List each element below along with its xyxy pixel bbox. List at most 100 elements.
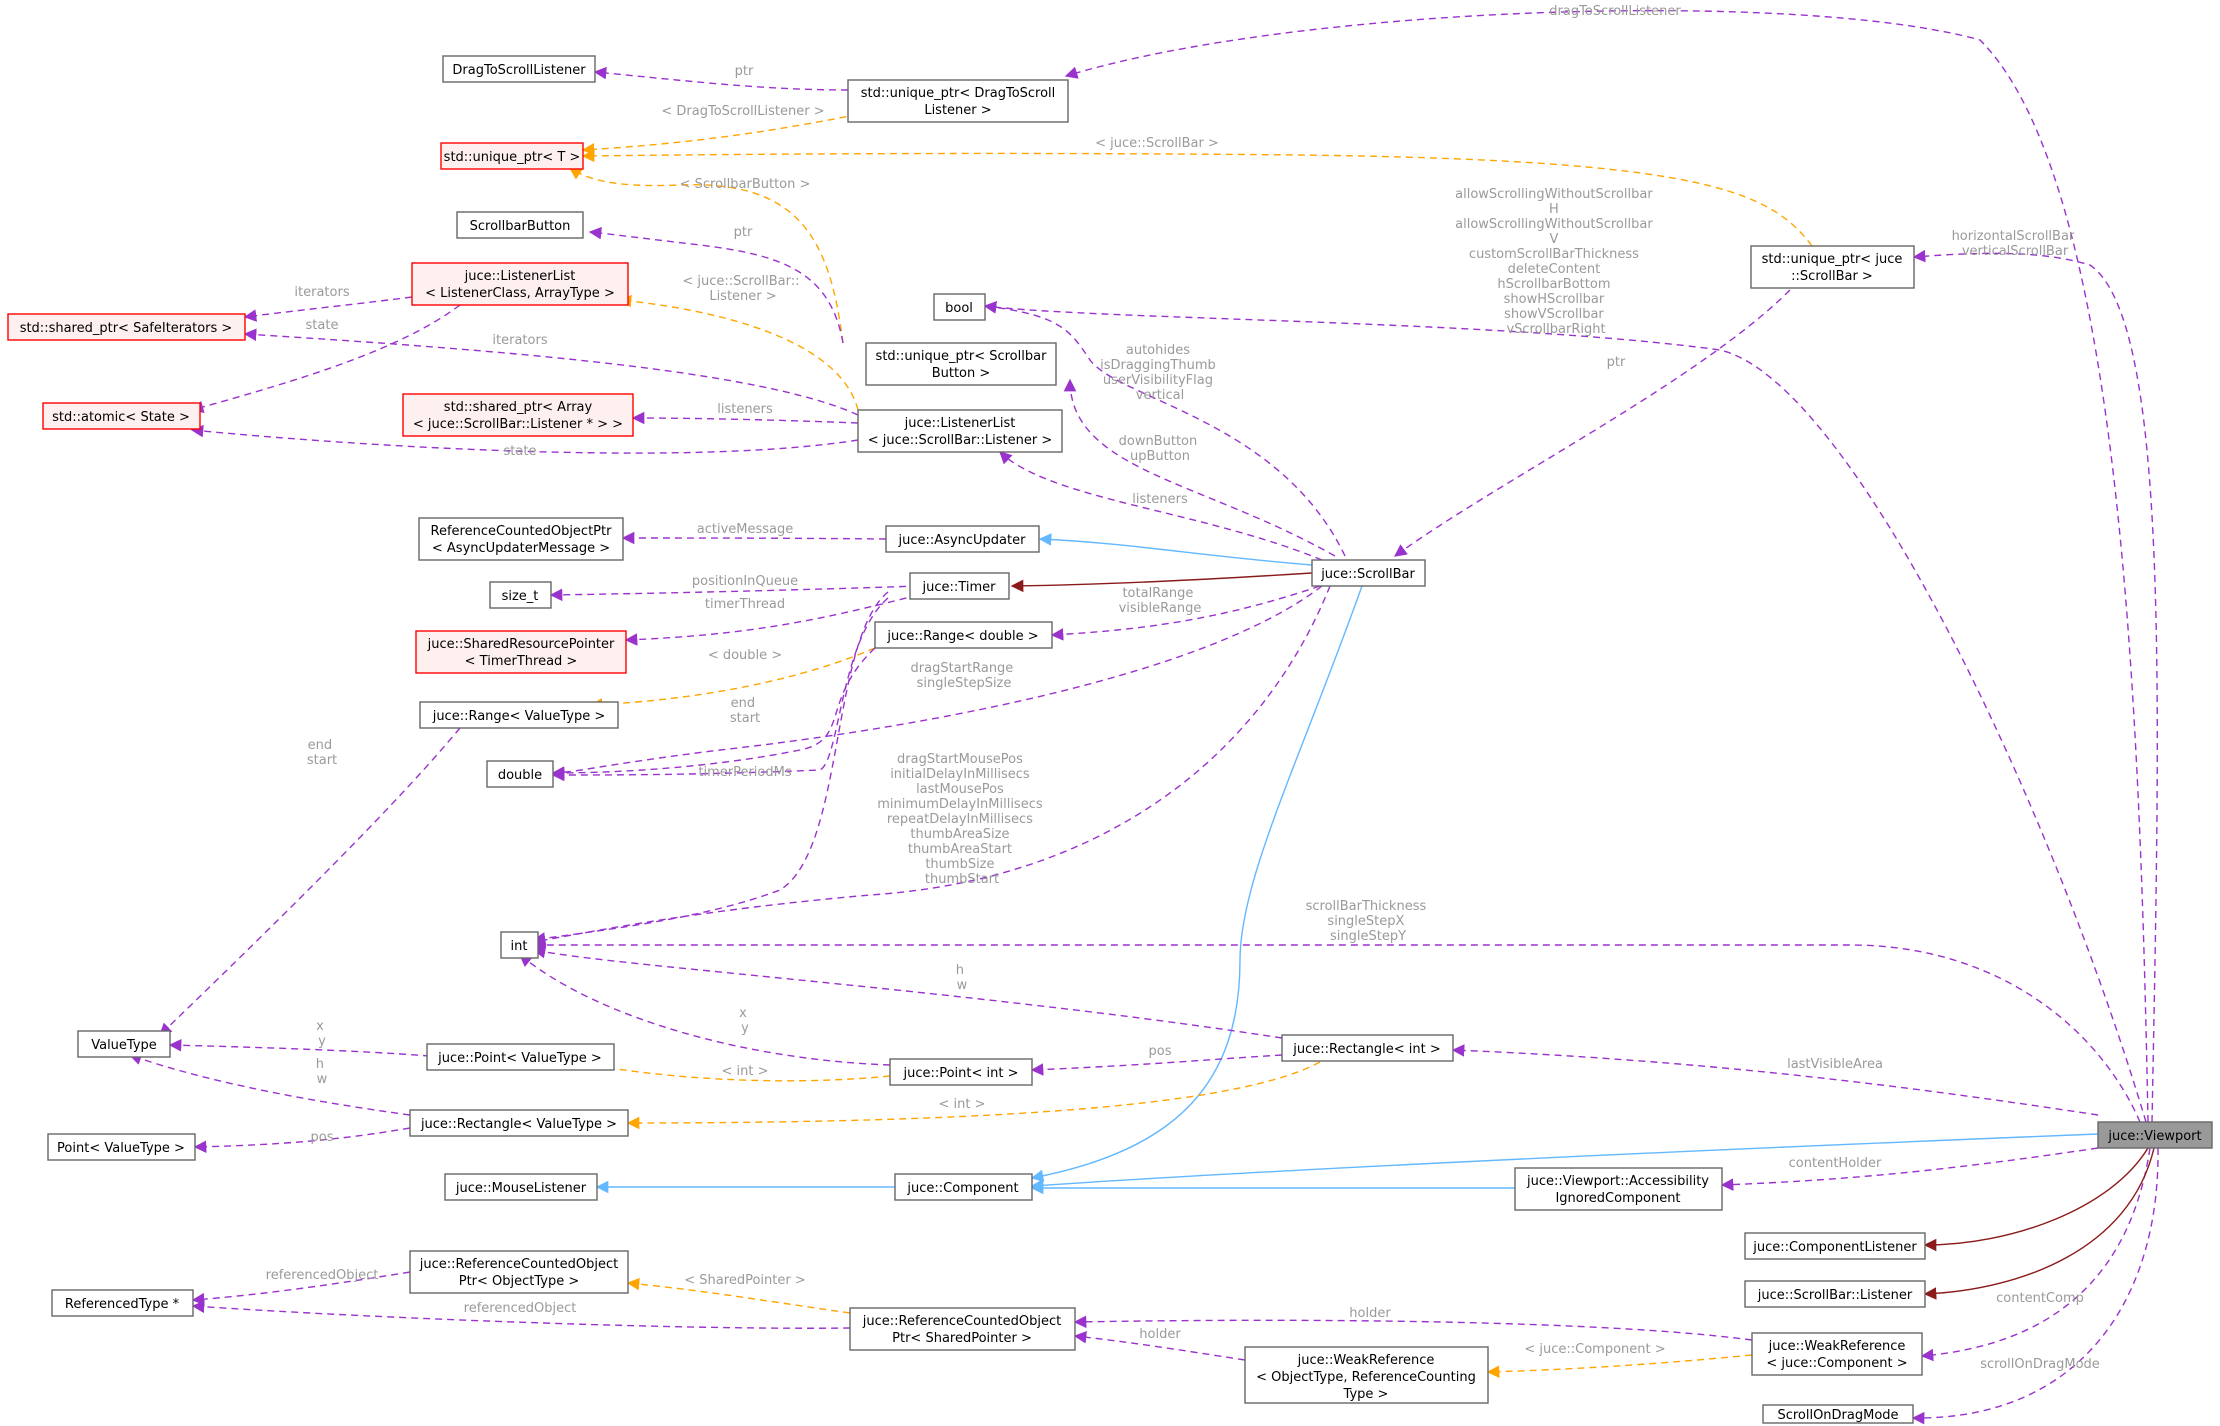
label-tmpl-int-2: < int > bbox=[939, 1097, 986, 1112]
node-referenced-type[interactable]: ReferencedType * bbox=[51, 1289, 194, 1317]
node-timer[interactable]: juce::Timer bbox=[909, 572, 1010, 600]
label-content-holder: contentHolder bbox=[1789, 1156, 1882, 1171]
svg-text:Button >: Button > bbox=[932, 366, 991, 381]
node-ref-counted-async-message[interactable]: ReferenceCountedObjectPtr < AsyncUpdater… bbox=[418, 517, 624, 561]
node-weak-reference-generic[interactable]: juce::WeakReference < ObjectType, Refere… bbox=[1244, 1346, 1489, 1404]
node-range-value-type[interactable]: juce::Range< ValueType > bbox=[419, 701, 619, 729]
node-rectangle-value-type[interactable]: juce::Rectangle< ValueType > bbox=[409, 1109, 629, 1137]
label-active-message: activeMessage bbox=[697, 522, 794, 537]
svg-text:ReferenceCountedObjectPtr: ReferenceCountedObjectPtr bbox=[431, 524, 613, 539]
node-atomic-state[interactable]: std::atomic< State > bbox=[42, 402, 201, 430]
label-hw-1: h w bbox=[956, 963, 968, 993]
label-down-up-button: downButton upButton bbox=[1119, 434, 1202, 464]
edge-referenced-object-2 bbox=[191, 1300, 851, 1329]
node-listener-list-generic[interactable]: juce::ListenerList < ListenerClass, Arra… bbox=[411, 262, 629, 306]
svg-text:juce::Component: juce::Component bbox=[906, 1181, 1018, 1196]
label-last-visible-area: lastVisibleArea bbox=[1787, 1057, 1883, 1072]
node-listener-list-scrollbar[interactable]: juce::ListenerList < juce::ScrollBar::Li… bbox=[857, 409, 1063, 453]
node-rectangle-int[interactable]: juce::Rectangle< int > bbox=[1281, 1034, 1454, 1062]
node-component-listener[interactable]: juce::ComponentListener bbox=[1744, 1232, 1926, 1260]
node-async-updater[interactable]: juce::AsyncUpdater bbox=[885, 525, 1040, 553]
svg-text:< TimerThread >: < TimerThread > bbox=[465, 654, 578, 669]
svg-text:< ListenerClass, ArrayType >: < ListenerClass, ArrayType > bbox=[425, 286, 615, 301]
node-weak-reference-component[interactable]: juce::WeakReference < juce::Component > bbox=[1751, 1332, 1923, 1376]
node-shared-ptr-array[interactable]: std::shared_ptr< Array < juce::ScrollBar… bbox=[402, 393, 634, 437]
svg-text:ReferencedType *: ReferencedType * bbox=[65, 1297, 180, 1312]
svg-text:juce::Rectangle< int >: juce::Rectangle< int > bbox=[1292, 1042, 1441, 1057]
node-shared-resource-pointer[interactable]: juce::SharedResourcePointer < TimerThrea… bbox=[415, 630, 627, 674]
svg-text:std::unique_ptr< DragToScroll: std::unique_ptr< DragToScroll bbox=[861, 86, 1056, 101]
node-scrollbar-listener[interactable]: juce::ScrollBar::Listener bbox=[1744, 1280, 1926, 1308]
node-scroll-on-drag-mode[interactable]: ScrollOnDragMode bbox=[1762, 1404, 1914, 1424]
edge-state-generic bbox=[190, 304, 461, 414]
node-bool[interactable]: bool bbox=[933, 293, 986, 321]
svg-text:< juce::ScrollBar::Listener *: < juce::ScrollBar::Listener * > > bbox=[413, 417, 623, 432]
node-size-t[interactable]: size_t bbox=[489, 581, 552, 609]
node-drag-to-scroll-listener[interactable]: DragToScrollListener bbox=[442, 55, 596, 83]
node-viewport[interactable]: juce::Viewport bbox=[2097, 1121, 2213, 1149]
svg-text:std::unique_ptr< juce: std::unique_ptr< juce bbox=[1762, 252, 1903, 267]
edge-timer-thread bbox=[624, 594, 919, 646]
node-value-type[interactable]: ValueType bbox=[77, 1030, 171, 1058]
edge-timer-int bbox=[532, 591, 889, 945]
edge-scrollbar-bool bbox=[983, 301, 1346, 557]
node-scrollbar-button[interactable]: ScrollbarButton bbox=[456, 211, 584, 239]
svg-text:double: double bbox=[498, 768, 542, 783]
edge-tmpl-shared-pointer bbox=[626, 1277, 851, 1314]
node-point-value-type[interactable]: juce::Point< ValueType > bbox=[426, 1043, 615, 1071]
label-total-visible-range: totalRange visibleRange bbox=[1119, 586, 1202, 616]
label-tmpl-int-1: < int > bbox=[722, 1064, 769, 1079]
edge-horizontal-vertical-scrollbar bbox=[1912, 249, 2158, 1123]
node-accessibility-ignored-component[interactable]: juce::Viewport::Accessibility IgnoredCom… bbox=[1514, 1167, 1723, 1211]
edge-range-double-end-start bbox=[551, 647, 876, 780]
edge-scrollbar-component bbox=[1030, 585, 1363, 1183]
label-holder-2: holder bbox=[1139, 1327, 1181, 1342]
svg-text:Ptr< ObjectType >: Ptr< ObjectType > bbox=[459, 1274, 580, 1289]
edge-rect-int-pos bbox=[1030, 1054, 1283, 1076]
node-point-value-type-plain[interactable]: Point< ValueType > bbox=[47, 1133, 196, 1161]
svg-text:juce::Range< double >: juce::Range< double > bbox=[886, 629, 1038, 644]
label-end-start-2: end start bbox=[307, 738, 337, 768]
node-scrollbar[interactable]: juce::ScrollBar bbox=[1311, 559, 1426, 587]
svg-text:::ScrollBar >: ::ScrollBar > bbox=[1791, 269, 1873, 284]
edge-tmpl-int-point bbox=[573, 1057, 891, 1082]
edge-tmpl-double bbox=[589, 647, 876, 711]
label-hw-2: h w bbox=[316, 1057, 328, 1087]
node-shared-ptr-safe-iterators[interactable]: std::shared_ptr< SafeIterators > bbox=[7, 313, 246, 341]
node-unique-ptr-t[interactable]: std::unique_ptr< T > bbox=[440, 142, 584, 170]
node-unique-ptr-scrollbar-button[interactable]: std::unique_ptr< Scrollbar Button > bbox=[865, 342, 1057, 386]
edge-iterators-listenerlist-sb bbox=[243, 328, 859, 416]
edge-scrollbar-asyncupdater bbox=[1038, 533, 1313, 566]
node-ref-counted-shared-pointer[interactable]: juce::ReferenceCountedObject Ptr< Shared… bbox=[849, 1307, 1076, 1351]
node-unique-ptr-drag-to-scroll[interactable]: std::unique_ptr< DragToScroll Listener > bbox=[847, 79, 1069, 123]
node-mouse-listener[interactable]: juce::MouseListener bbox=[444, 1173, 598, 1201]
edge-rect-int-hw bbox=[532, 945, 1283, 1039]
svg-text:std::atomic< State >: std::atomic< State > bbox=[52, 410, 190, 425]
edge-drag-to-scroll-listener bbox=[1064, 9, 2149, 1123]
label-ptr-2: ptr bbox=[734, 225, 753, 240]
node-range-double[interactable]: juce::Range< double > bbox=[874, 621, 1053, 649]
edge-content-holder bbox=[1720, 1147, 2099, 1191]
node-int[interactable]: int bbox=[500, 931, 539, 959]
svg-text:juce::AsyncUpdater: juce::AsyncUpdater bbox=[898, 533, 1027, 548]
svg-text:< AsyncUpdaterMessage >: < AsyncUpdaterMessage > bbox=[432, 541, 610, 556]
svg-text:juce::ScrollBar::Listener: juce::ScrollBar::Listener bbox=[1757, 1288, 1913, 1303]
svg-text:DragToScrollListener: DragToScrollListener bbox=[452, 63, 586, 78]
svg-text:juce::Rectangle< ValueType >: juce::Rectangle< ValueType > bbox=[420, 1117, 617, 1132]
node-point-int[interactable]: juce::Point< int > bbox=[889, 1058, 1033, 1086]
label-tmpl-scrollbar-listener: < juce::ScrollBar:: Listener > bbox=[682, 274, 803, 304]
node-component[interactable]: juce::Component bbox=[894, 1173, 1033, 1201]
svg-text:bool: bool bbox=[945, 301, 973, 316]
edge-scrollbar-timer bbox=[1010, 572, 1313, 593]
svg-text:juce::Point< ValueType >: juce::Point< ValueType > bbox=[437, 1051, 602, 1066]
node-ref-counted-object-type[interactable]: juce::ReferenceCountedObject Ptr< Object… bbox=[409, 1250, 629, 1294]
node-unique-ptr-juce-scrollbar[interactable]: std::unique_ptr< juce ::ScrollBar > bbox=[1750, 245, 1915, 289]
label-tmpl-shared-pointer: < SharedPointer > bbox=[684, 1273, 805, 1288]
label-tmpl-double: < double > bbox=[708, 648, 782, 663]
svg-text:< juce::Component >: < juce::Component > bbox=[1766, 1356, 1907, 1371]
edge-holder-weak-generic bbox=[1073, 1330, 1246, 1361]
svg-text:juce::WeakReference: juce::WeakReference bbox=[1768, 1339, 1906, 1354]
edge-scroll-on-drag-mode bbox=[1911, 1147, 2159, 1425]
svg-text:juce::Point< int >: juce::Point< int > bbox=[902, 1066, 1018, 1081]
node-double[interactable]: double bbox=[486, 760, 554, 788]
